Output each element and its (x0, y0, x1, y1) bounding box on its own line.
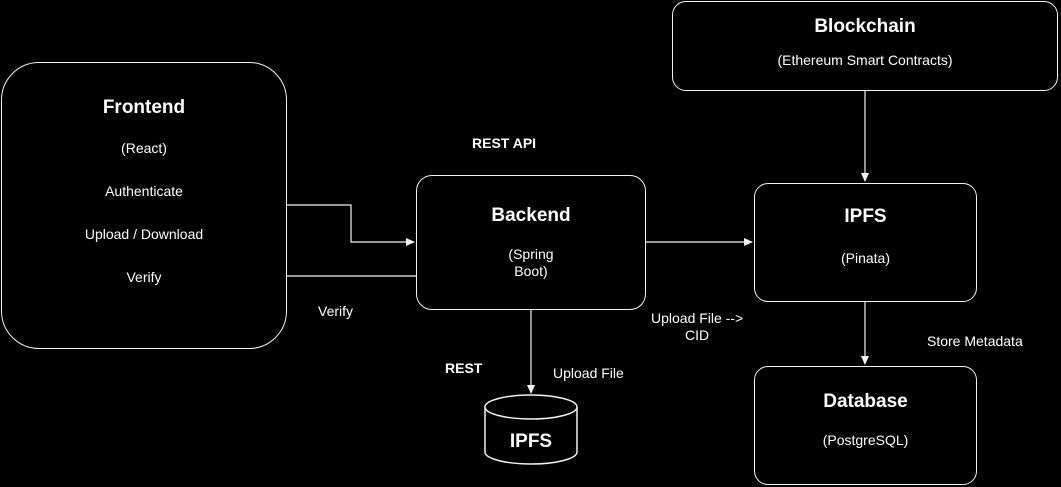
edge-frontend-to-backend (287, 204, 415, 246)
backend-title: Backend (491, 205, 571, 226)
ipfs-storage-title: IPFS (509, 431, 553, 452)
label-upload-file-cid: Upload File --> CID (651, 310, 744, 343)
label-verify: Verify (318, 303, 354, 319)
cylinder-shape (484, 394, 578, 465)
blockchain-title: Blockchain (814, 16, 916, 37)
frontend-node: Frontend (React) Authenticate Upload / D… (1, 62, 287, 349)
database-subtitle: (PostgreSQL) (822, 432, 909, 448)
frontend-title: Frontend (102, 97, 186, 118)
backend-subtitle: (Spring Boot) (508, 246, 554, 279)
label-rest: REST (445, 360, 483, 376)
ipfs-pinata-subtitle: (Pinata) (840, 250, 891, 266)
frontend-line-authenticate: Authenticate (105, 183, 183, 199)
frontend-line-verify: Verify (126, 269, 162, 285)
backend-node: Backend (Spring Boot) (416, 175, 646, 310)
ipfs-pinata-node: IPFS (Pinata) (754, 183, 977, 302)
frontend-line-react: (React) (121, 140, 167, 156)
ipfs-pinata-title: IPFS (844, 206, 887, 227)
frontend-line-upload-download: Upload / Download (84, 226, 204, 242)
ipfs-storage-cylinder: IPFS (483, 393, 579, 466)
database-node: Database (PostgreSQL) (754, 366, 977, 485)
blockchain-node: Blockchain (Ethereum Smart Contracts) (672, 1, 1058, 91)
blockchain-subtitle: (Ethereum Smart Contracts) (777, 52, 953, 68)
database-title: Database (823, 391, 908, 412)
label-store-metadata: Store Metadata (927, 333, 1023, 349)
label-rest-api: REST API (472, 135, 537, 151)
label-upload-file: Upload File (553, 365, 624, 381)
